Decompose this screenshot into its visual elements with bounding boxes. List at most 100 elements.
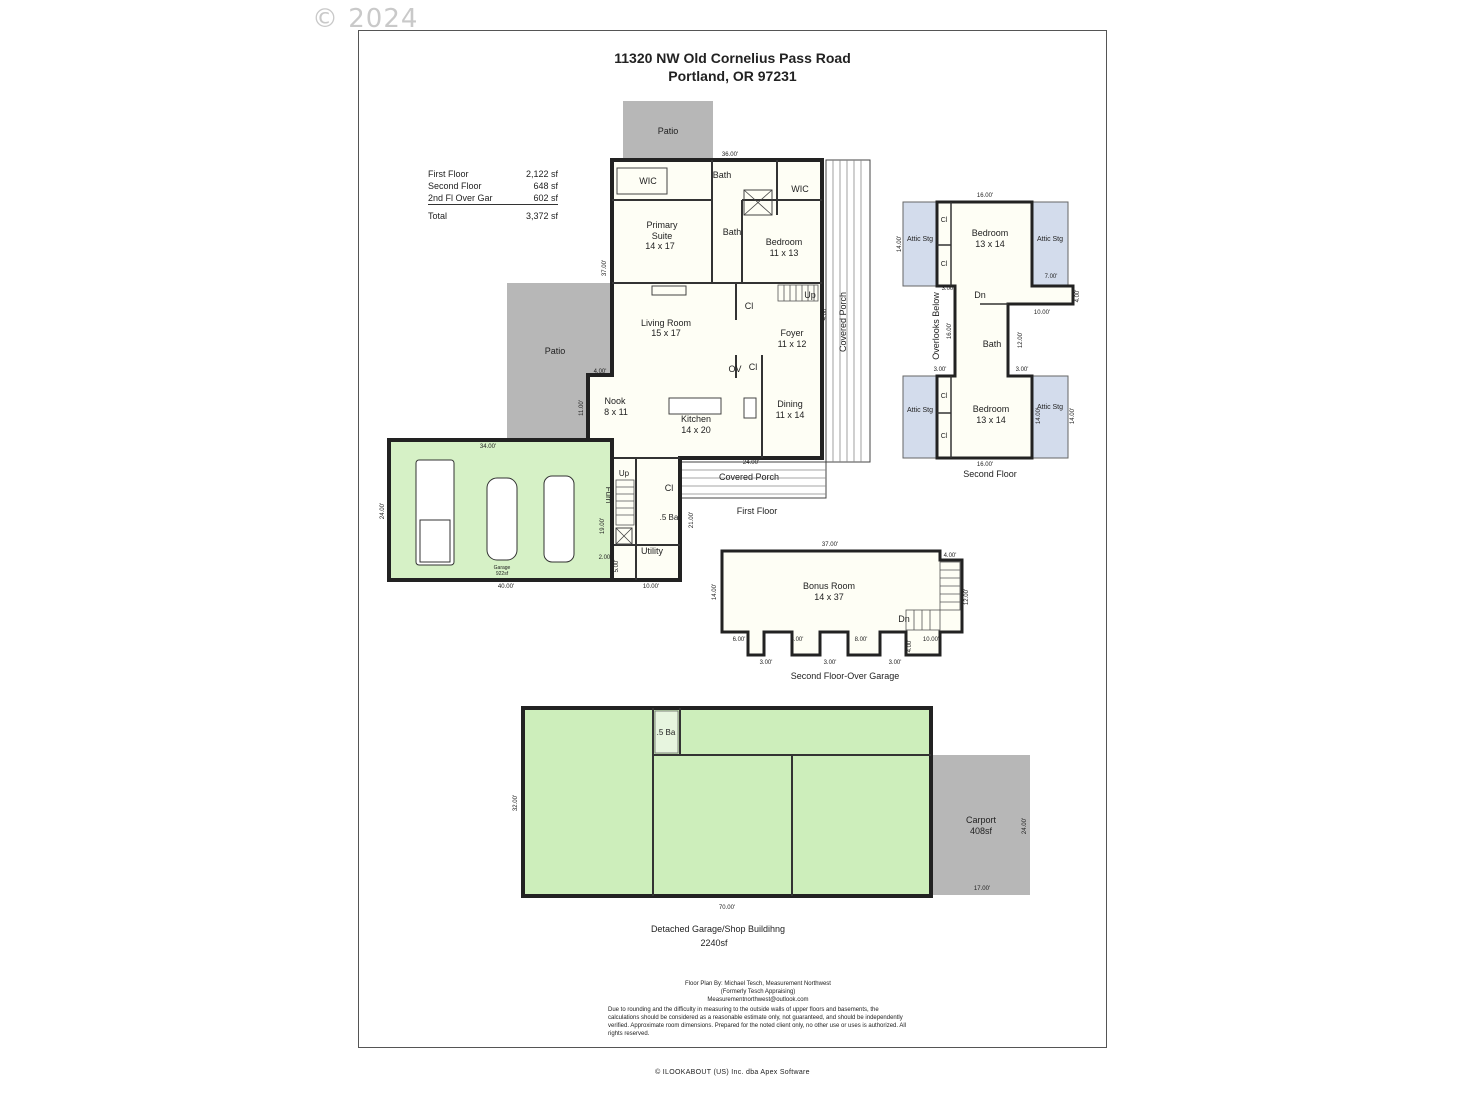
furnace-box [615, 527, 633, 545]
dimension-label: 19.00' [600, 518, 606, 534]
room-label: Suite [652, 231, 673, 241]
room-label: Cl [941, 261, 948, 268]
second-floor-walls [937, 202, 1008, 458]
first-floor-outline [586, 158, 824, 582]
bonus-stairs [905, 561, 961, 631]
credit-line: Floor Plan By: Michael Tesch, Measuremen… [685, 981, 831, 987]
room-label: Bath [713, 170, 732, 180]
software-footer: © ILOOKABOUT (US) Inc. dba Apex Software [655, 1069, 810, 1076]
first-floor-plan: Patio WIC Bath WIC Primary Suite 14 x 17… [380, 101, 871, 590]
patio-top [623, 101, 713, 159]
room-label: Carport [966, 815, 997, 825]
dimension-label: 14.00' [1036, 408, 1042, 424]
shop-half-bath [654, 710, 679, 754]
room-dim: 14 x 20 [681, 425, 711, 435]
bathtub [616, 167, 668, 195]
first-floor-dimensions: 36.00' 37.00' 4.00' 11.00' 34.00' 24.00'… [380, 152, 828, 590]
car-icon [543, 475, 575, 563]
room-label: Up [804, 290, 816, 300]
drawing-sheet-border [358, 30, 1107, 1048]
room-label: Kitchen [681, 414, 711, 424]
room-label: Bedroom [766, 237, 803, 247]
room-label: Utility [641, 546, 663, 556]
dimension-label: 21.00' [689, 512, 695, 528]
main-stairs [615, 284, 819, 526]
shower [743, 189, 773, 216]
property-address-line1: 11320 NW Old Cornelius Pass Road [614, 50, 851, 66]
property-address-line2: Portland, OR 97231 [668, 68, 797, 84]
dimension-label: 4.00' [1075, 290, 1081, 303]
dimension-label: 14.00' [897, 236, 903, 252]
room-dim: 408sf [970, 826, 993, 836]
copyright-watermark: © 2024 [312, 4, 419, 34]
dimension-label: 37.00' [602, 260, 608, 276]
area-value: 602 sf [533, 193, 558, 203]
dimension-label: 14.00' [1070, 408, 1076, 424]
floor-caption: Detached Garage/Shop Buildihng [651, 924, 785, 934]
room-label: WIC [639, 176, 657, 186]
dimension-label: 7.00' [1045, 274, 1058, 280]
room-label: Cl [941, 393, 948, 400]
second-floor-plan: Bedroom 13 x 14 Bedroom 13 x 14 Attic St… [897, 193, 1081, 479]
disclaimer-text: Due to rounding and the difficulty in me… [608, 1007, 907, 1037]
dimension-label: 24.00' [1022, 818, 1028, 834]
dimension-label: 11.00' [579, 400, 585, 416]
dimension-label: 4.00' [822, 308, 828, 321]
room-dim: 14 x 17 [645, 241, 675, 251]
room-dim: 922sf [496, 571, 509, 577]
dimension-label: 16.00' [947, 323, 953, 339]
room-label: Dn [974, 290, 986, 300]
room-label: Up [619, 469, 630, 478]
dimension-label: 3.00' [824, 660, 837, 666]
room-label: Bath [983, 339, 1002, 349]
floor-caption: Second Floor-Over Garage [791, 671, 900, 681]
dimension-label: 6.00' [733, 637, 746, 643]
over-garage-plan: Bonus Room 14 x 37 Dn Second Floor-Over … [712, 542, 970, 681]
room-label: Cl [941, 217, 948, 224]
porch-hatch [832, 160, 862, 462]
shop-outline [521, 706, 933, 898]
area-label: Total [428, 211, 448, 221]
room-label: Patio [545, 346, 566, 356]
room-label: Living Room [641, 318, 691, 328]
dimension-label: 34.00' [480, 444, 496, 450]
dimension-label: 16.00' [977, 462, 993, 468]
room-label: Dining [777, 399, 803, 409]
room-label: Cl [941, 433, 948, 440]
garage-vehicles [415, 459, 575, 566]
room-label: Garage [494, 565, 511, 571]
room-label: .5 Ba [660, 513, 679, 522]
dimension-label: 10.00' [643, 584, 659, 590]
floor-caption: 2240sf [700, 938, 728, 948]
room-label: Attic Stg [907, 236, 933, 243]
room-label: Covered Porch [719, 472, 779, 482]
room-label: Patio [658, 126, 679, 136]
second-floor-labels: Bedroom 13 x 14 Bedroom 13 x 14 Attic St… [907, 217, 1063, 479]
car-icon [486, 477, 518, 561]
room-label: Attic Stg [907, 407, 933, 414]
bonus-room-outline [720, 549, 964, 657]
dimension-label: 2.00' [599, 555, 612, 561]
dimension-label: 24.00' [380, 503, 386, 519]
dimension-label: 37.00' [822, 542, 838, 548]
second-floor-outline [935, 200, 1075, 460]
room-label: Foyer [780, 328, 803, 338]
room-label: .5 Ba [657, 728, 676, 737]
area-label: First Floor [428, 169, 469, 179]
carport [933, 755, 1030, 895]
floor-caption: Second Floor [963, 469, 1017, 479]
shop-walls [652, 708, 931, 896]
dimension-label: 16.00' [977, 193, 993, 199]
plan-credit: Floor Plan By: Michael Tesch, Measuremen… [608, 980, 908, 1038]
refrigerator [743, 397, 757, 419]
fireplace [651, 285, 687, 296]
dimension-label: 8.00' [791, 637, 804, 643]
dimension-label: 24.00' [743, 460, 759, 466]
dimension-label: 36.00' [722, 152, 738, 158]
detached-shop-plan: .5 Ba Carport 408sf Detached Garage/Shop… [513, 706, 1030, 948]
dimension-label: 3.00' [1016, 367, 1029, 373]
